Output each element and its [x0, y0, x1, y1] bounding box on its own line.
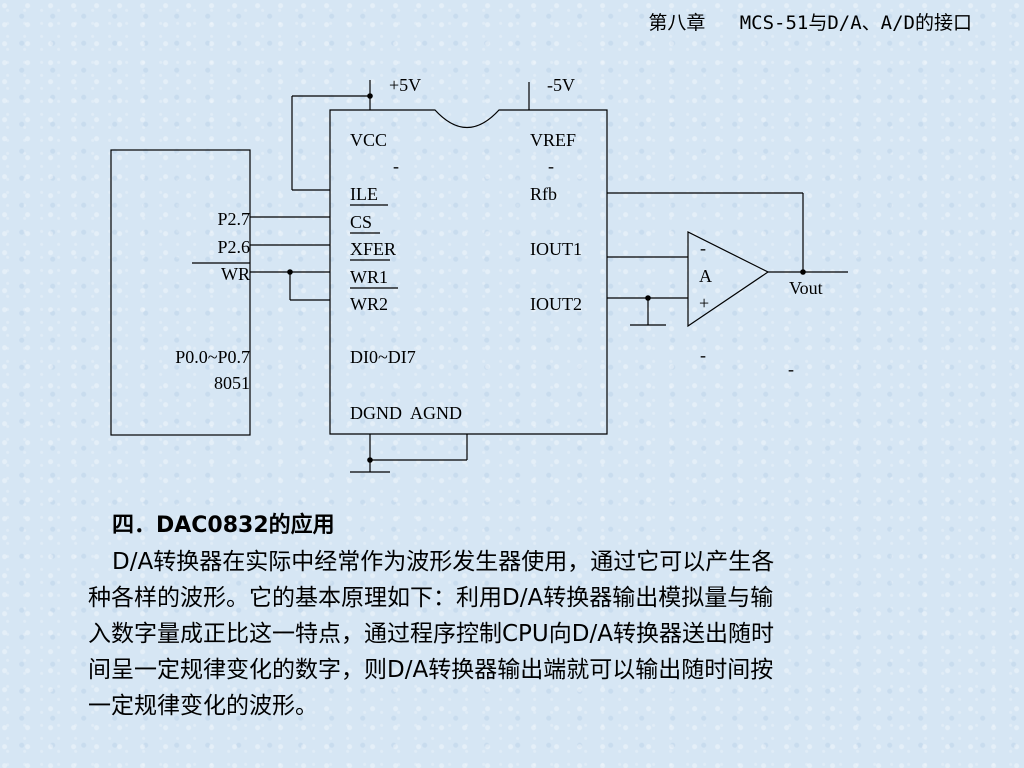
dac-vcc-label: VCC	[350, 130, 387, 150]
vout-label: Vout	[789, 278, 823, 298]
dac-dash-left: -	[393, 156, 399, 176]
pin-p0-label: P0.0~P0.7	[175, 347, 250, 367]
supply-plus5v-label: +5V	[389, 75, 421, 95]
opamp-a-label: A	[699, 266, 712, 286]
dac-iout1-label: IOUT1	[530, 239, 582, 259]
dac-xfer-label: XFER	[350, 239, 396, 259]
dash-mark-1: -	[700, 345, 706, 365]
pin-p27-label: P2.7	[217, 209, 250, 229]
dac-dash-right: -	[548, 156, 554, 176]
dac-cs-label: CS	[350, 212, 372, 232]
dac-vref-label: VREF	[530, 130, 576, 150]
paragraph-line: 入数字量成正比这一特点，通过程序控制CPU向D/A转换器送出随时	[88, 621, 774, 647]
dac-wr2-label: WR2	[350, 294, 388, 314]
pin-wr-label: WR	[221, 264, 250, 284]
opamp-minus-label: -	[700, 238, 706, 258]
body-paragraph: D/A转换器在实际中经常作为波形发生器使用，通过它可以产生各 种各样的波形。它的…	[88, 544, 948, 724]
dac-rfb-label: Rfb	[530, 184, 557, 204]
paragraph-line: 间呈一定规律变化的数字，则D/A转换器输出端就可以输出随时间按	[88, 657, 774, 683]
chapter-header: 第八章 MCS-51与D/A、A/D的接口	[648, 12, 972, 34]
section-title: 四．DAC0832的应用	[112, 513, 335, 538]
dac-ile-label: ILE	[350, 184, 378, 204]
pin-p26-label: P2.6	[217, 237, 250, 257]
paragraph-line: 一定规律变化的波形。	[88, 693, 318, 719]
dac-iout2-label: IOUT2	[530, 294, 582, 314]
mcu-name-label: 8051	[214, 373, 250, 393]
opamp-triangle	[687, 231, 770, 328]
dac-wr1-label: WR1	[350, 267, 388, 287]
opamp-plus-label: +	[699, 293, 709, 313]
paragraph-line: D/A转换器在实际中经常作为波形发生器使用，通过它可以产生各	[112, 549, 775, 575]
supply-minus5v-label: -5V	[547, 75, 575, 95]
dac-di-label: DI0~DI7	[350, 347, 416, 367]
dash-mark-2: -	[788, 359, 794, 379]
dac-gnd-label: DGND AGND	[350, 403, 462, 423]
dac0832-circuit-diagram: +5V -5V P2.7 P2.6 WR P0.0~P0.7 8051 VCC …	[110, 75, 848, 473]
dac0832-chip-block	[329, 109, 608, 435]
paragraph-line: 种各样的波形。它的基本原理如下：利用D/A转换器输出模拟量与输	[88, 585, 774, 611]
mcu-8051-block	[110, 149, 251, 436]
